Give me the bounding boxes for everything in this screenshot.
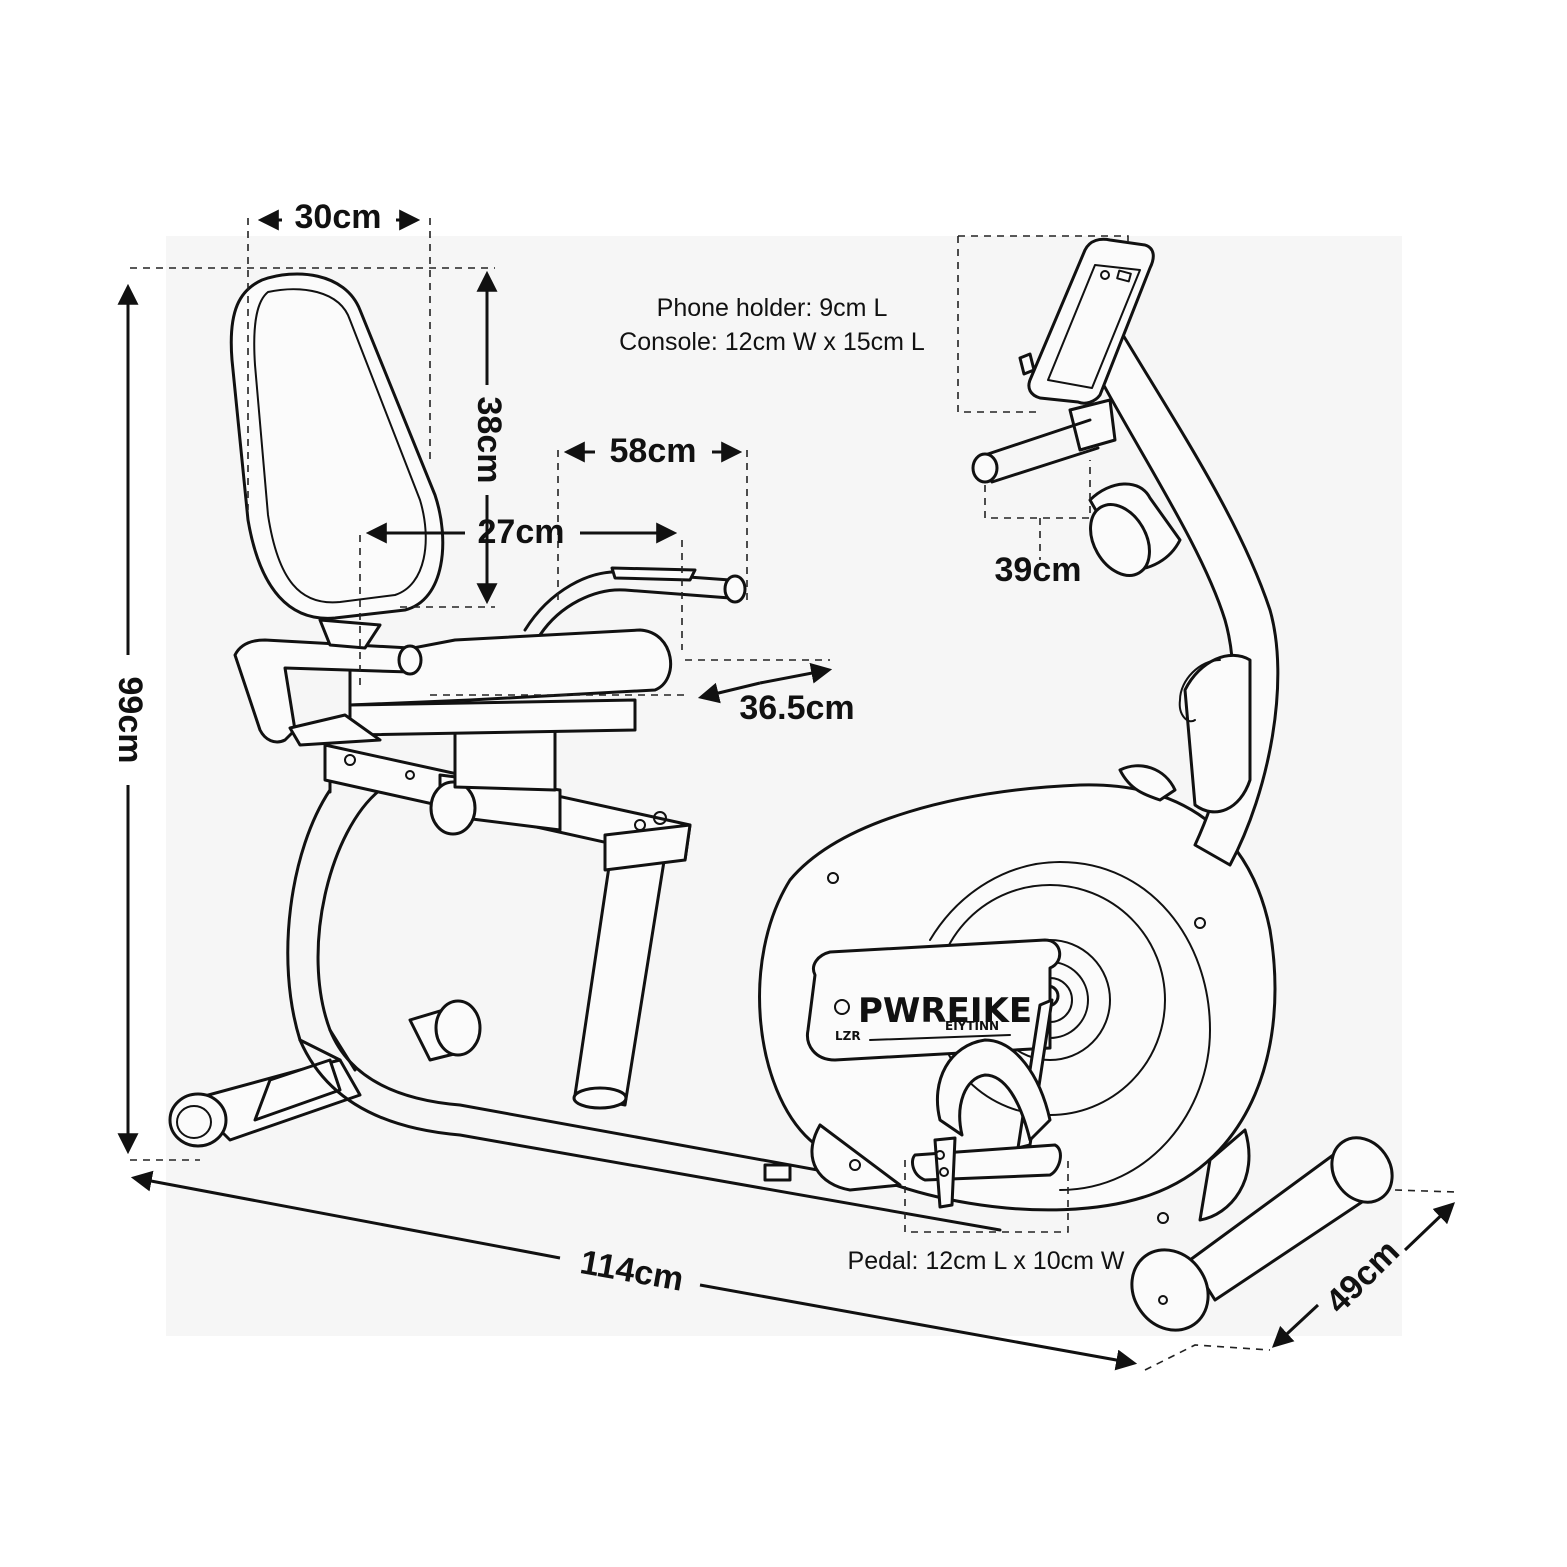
rear-stabilizer [168,999,482,1148]
console-note: Console: 12cm W x 15cm L [619,328,925,356]
seat-width-label: 36.5cm [739,689,854,727]
dimension-lines [117,209,1456,1371]
seat [233,566,747,747]
phone-holder-note: Phone holder: 9cm L [657,294,888,322]
front-stabilizer [763,1136,1394,1332]
bike-illustration: PWREIKE LZR EIYTINN [168,237,1394,1332]
handlebar-span-label: 58cm [610,432,697,470]
front-handle-width-label: 39cm [995,551,1082,589]
pedal [911,998,1062,1209]
brand-logo: PWREIKE [858,991,1032,1031]
console [971,237,1155,484]
backrest-width-label: 30cm [295,198,382,236]
labels: 99cm 30cm 38cm 27cm 58cm 36.5cm 39cm 114… [111,198,1407,1321]
seat-depth-label: 27cm [478,513,565,551]
brand-badge: LZR [835,1029,861,1043]
height-label: 99cm [111,677,149,764]
flywheel-housing: PWREIKE LZR EIYTINN [758,783,1277,1224]
pedal-note: Pedal: 12cm L x 10cm W [848,1247,1125,1275]
upright-column [1078,328,1280,867]
brand-sub-logo: EIYTINN [945,1019,999,1033]
backrest-height-label: 38cm [470,397,508,484]
